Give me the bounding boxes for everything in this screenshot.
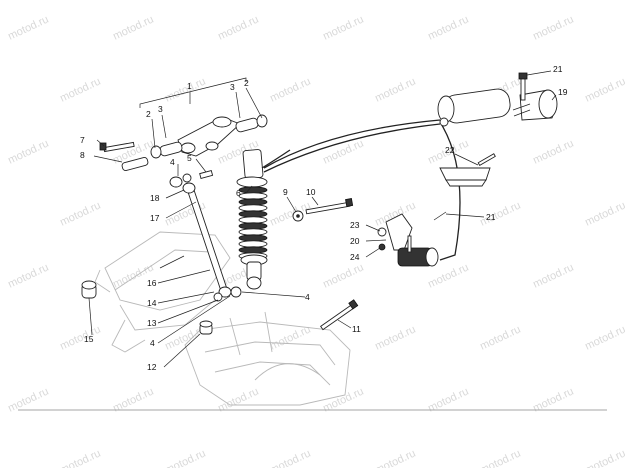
watermark-text: motod.ru [531,137,575,166]
spring-coil [238,228,268,236]
bolt-11 [320,299,359,331]
spring-coil [238,222,268,230]
leader-lines [88,70,557,368]
adjuster-knob [377,211,447,267]
watermark-text: motod.ru [6,261,50,290]
bushing-15 [81,280,97,299]
watermark-text: motod.ru [268,323,312,352]
washer-9 [292,210,304,222]
spacer-8 [121,156,149,172]
bolt-21-top [518,72,528,101]
callout-19: 19 [558,87,568,97]
callout-15: 15 [84,334,94,344]
watermark-text: motod.ru [6,13,50,42]
bracket-22 [439,153,496,187]
watermark-text: motod.ru [531,13,575,42]
watermark-text: motod.ru [268,199,312,228]
watermark-text: motod.ru [6,137,50,166]
callout-12: 12 [147,362,157,372]
watermark-text: motod.ru [583,199,625,228]
spring-coil [238,198,268,206]
bushing-4-upper [169,169,214,188]
tie-rod [182,182,232,298]
callout-21: 21 [553,64,563,74]
callout-22: 22 [445,145,455,155]
callout-16: 16 [147,278,157,288]
callout-7: 7 [80,135,85,145]
callout-5: 5 [187,153,192,163]
shock-absorber [236,149,291,290]
watermark-text: motod.ru [426,13,470,42]
callout-23: 23 [350,220,360,230]
callout-2b: 2 [244,78,249,88]
callout-18: 18 [150,193,160,203]
watermark-text: motod.ru [321,13,365,42]
callout-3: 3 [158,104,163,114]
watermark-text: motod.ru [268,447,312,468]
watermark-text: motod.ru [58,447,102,468]
assembly-bracket [139,77,247,108]
spring-coil [238,246,268,254]
callout-8: 8 [80,150,85,160]
callout-11: 11 [352,324,361,334]
callout-17: 17 [150,213,160,223]
spring-coil [238,234,268,242]
callout-21b: 21 [486,212,496,222]
callout-14: 14 [147,298,157,308]
watermark-text: motod.ru [58,75,102,104]
watermark-text: motod.ru [583,323,625,352]
callout-6: 6 [236,188,241,198]
bolt-10 [305,198,354,215]
shock-spring [238,186,268,260]
watermark-text: motod.ru [163,75,207,104]
spring-coil [238,240,268,248]
watermark-text: motod.ru [478,323,522,352]
callout-4: 4 [170,157,175,167]
callout-2: 2 [146,109,151,119]
watermark-text: motod.ru [478,199,522,228]
callout-3b: 3 [230,82,235,92]
watermark-text: motod.ru [58,323,102,352]
bushing-12 [199,320,213,335]
watermark-text: motod.ru [268,75,312,104]
frame-outline [94,231,351,406]
watermark-text: motod.ru [373,75,417,104]
callout-20: 20 [350,236,360,246]
spring-coil [238,216,268,224]
watermark-text: motod.ru [111,13,155,42]
spring-coil [238,210,268,218]
watermark-text: motod.ru [531,261,575,290]
callout-4b: 4 [305,292,310,302]
watermark-text: motod.ru [583,75,625,104]
callout-24: 24 [350,252,360,262]
rocker-linkage [150,114,268,159]
callout-13: 13 [147,318,157,328]
callout-labels: 1 2 2 3 3 4 4 4 5 6 7 8 9 10 11 12 13 14… [80,64,568,372]
callout-10: 10 [306,187,316,197]
callout-9: 9 [283,187,288,197]
watermark-text: motod.ru [58,199,102,228]
spring-coil [238,186,268,194]
watermark-text: motod.ru [373,323,417,352]
reservoir-19 [437,88,558,127]
callout-4c: 4 [150,338,155,348]
callout-1: 1 [187,81,192,91]
watermark-text: motod.ru [373,447,417,468]
watermark-text: motod.ru [478,447,522,468]
bushing-4-lower [213,286,242,302]
spring-coil [238,192,268,200]
spring-coil [238,204,268,212]
bolt-7 [99,141,135,153]
watermark-text: motod.ru [216,13,260,42]
watermark-text: motod.ru [321,261,365,290]
watermark-text: motod.ru [163,447,207,468]
watermark-text: motod.ru [583,447,625,468]
